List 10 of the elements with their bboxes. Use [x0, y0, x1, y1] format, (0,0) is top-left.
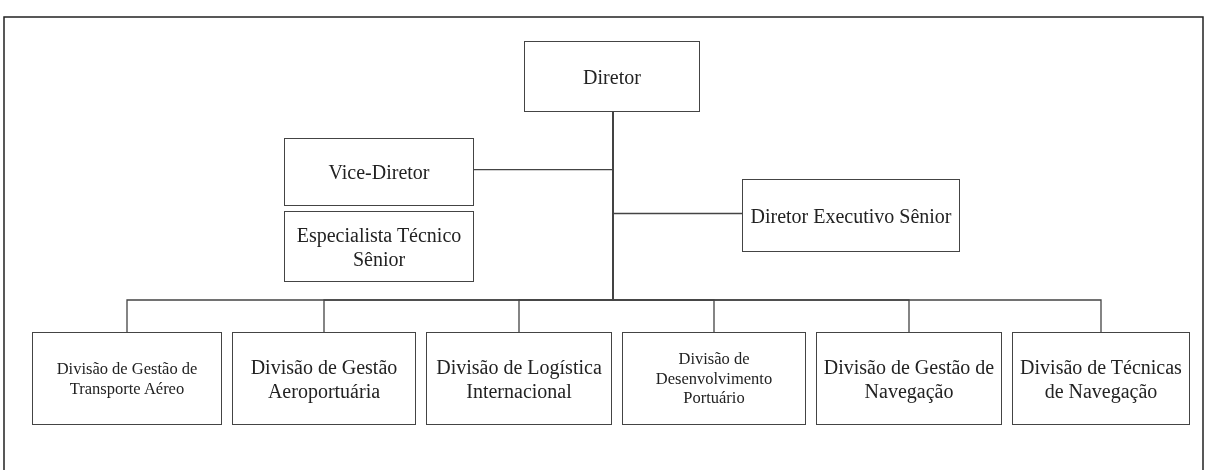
org-box: Divisão de Gestão Aeroportuária	[232, 332, 416, 425]
org-box: Divisão de Desenvolvimento Portuário	[622, 332, 806, 425]
org-box: Divisão de Técnicas de Navegação	[1012, 332, 1190, 425]
org-box: Diretor	[524, 41, 700, 112]
org-box: Divisão de Gestão de Navegação	[816, 332, 1002, 425]
org-box: Diretor Executivo Sênior	[742, 179, 960, 252]
org-box: Divisão de Gestão de Transporte Aéreo	[32, 332, 222, 425]
org-box: Especialista Técnico Sênior	[284, 211, 474, 282]
org-box: Divisão de Logística Internacional	[426, 332, 612, 425]
org-box: Vice-Diretor	[284, 138, 474, 206]
